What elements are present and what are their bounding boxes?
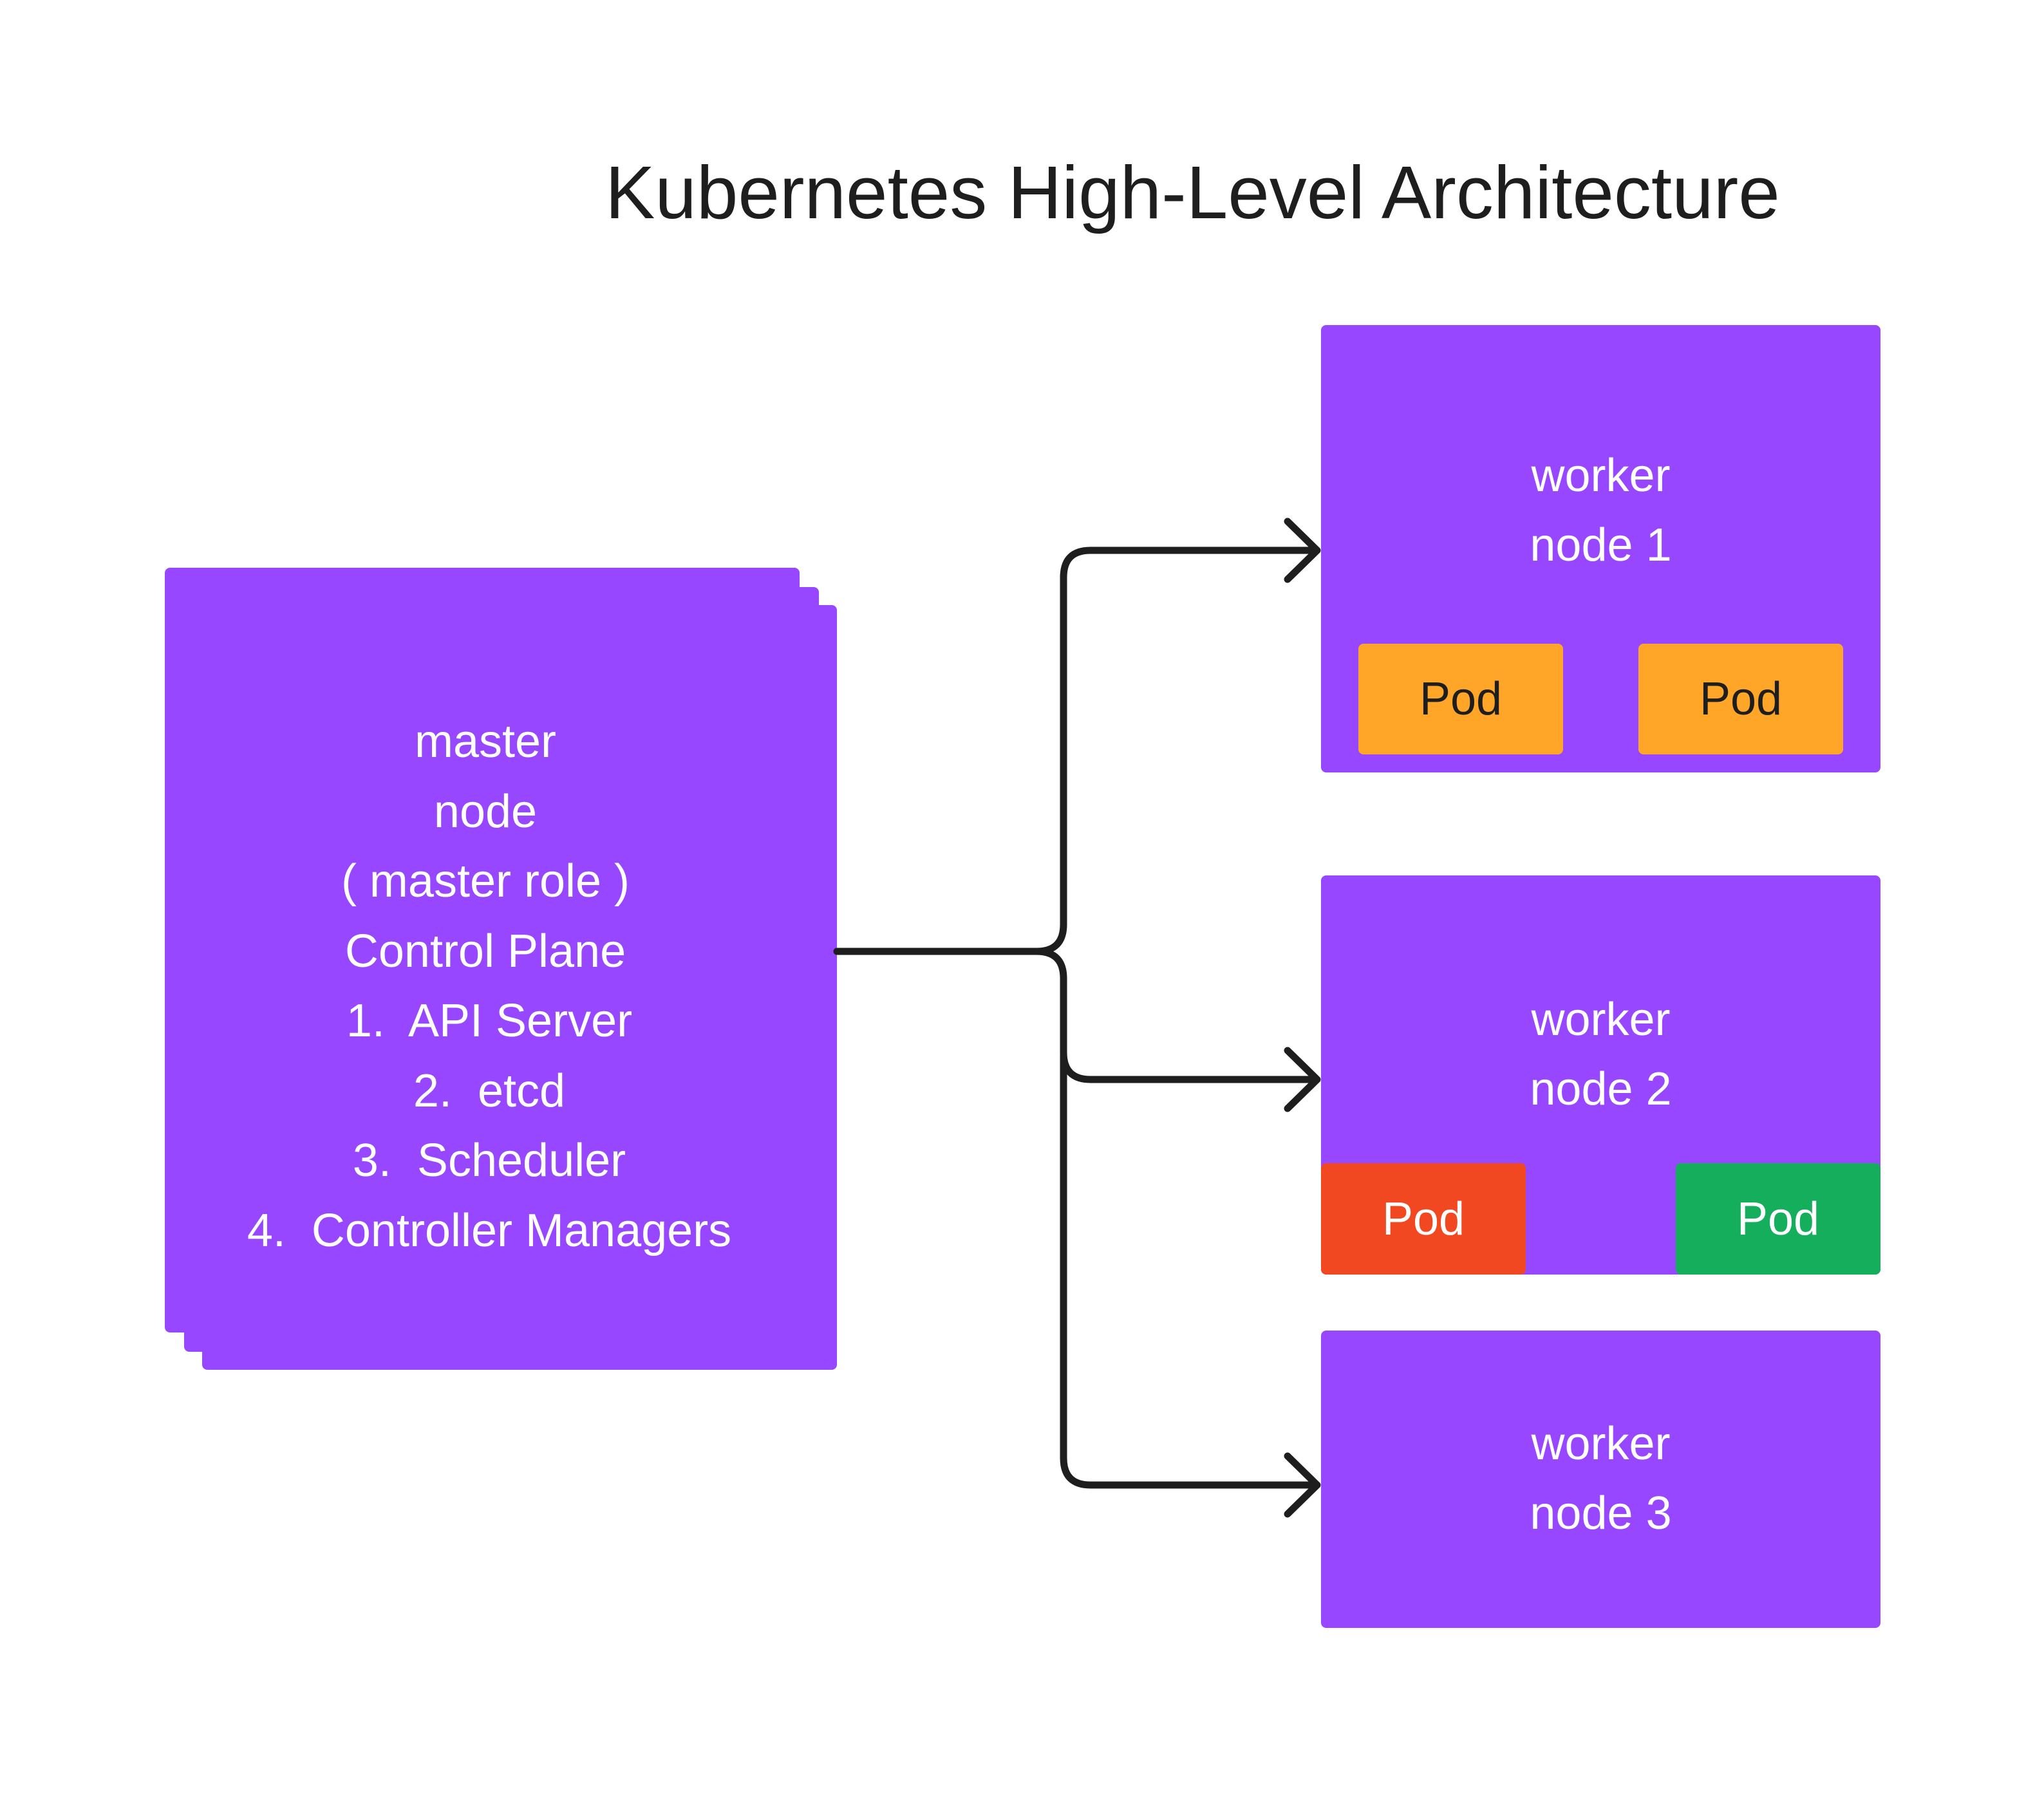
worker-node-3-line1: worker — [1531, 1418, 1671, 1470]
worker-node-1-pod-1: Pod — [1358, 644, 1563, 754]
arrowhead-worker-3 — [1284, 1452, 1321, 1518]
worker-node-2-line1: worker — [1531, 994, 1671, 1045]
arrowhead-worker-1 — [1284, 518, 1321, 583]
worker-node-2-line2: node 2 — [1530, 1063, 1672, 1115]
arrowhead-worker-2 — [1284, 1047, 1321, 1112]
diagram-title: Kubernetes High-Level Architecture — [605, 151, 1780, 234]
master-line-control-plane: Control Plane — [344, 925, 626, 977]
worker-node-1-line2: node 1 — [1530, 519, 1672, 571]
master-item-controller-managers: 4. Controller Managers — [247, 1204, 732, 1257]
master-line-master: master — [414, 716, 557, 767]
master-item-etcd: 2. etcd — [413, 1065, 566, 1117]
master-item-api-server: 1. API Server — [346, 995, 633, 1047]
worker-node-1-pod-2: Pod — [1638, 644, 1843, 754]
worker-node-2-pod-1: Pod — [1321, 1163, 1526, 1275]
connector-master-trunk — [833, 547, 1318, 955]
connector-to-worker-3 — [1060, 1052, 1318, 1489]
worker-node-1-box: worker node 1 Pod Pod — [1321, 325, 1880, 772]
connector-to-worker-2 — [1033, 948, 1318, 1083]
worker-node-2-pod-2: Pod — [1676, 1163, 1880, 1275]
master-item-scheduler: 3. Scheduler — [352, 1135, 626, 1186]
master-line-node: node — [433, 785, 538, 837]
worker-node-2-box: worker node 2 Pod Pod — [1321, 875, 1880, 1275]
worker-node-1-label: worker node 1 — [1321, 441, 1880, 580]
master-node-box — [165, 568, 800, 1332]
master-line-role: ( master role ) — [341, 855, 630, 907]
worker-node-3-line2: node 3 — [1530, 1488, 1672, 1539]
worker-node-1-line1: worker — [1531, 450, 1671, 501]
worker-node-2-label: worker node 2 — [1321, 985, 1880, 1124]
worker-node-3-label: worker node 3 — [1321, 1409, 1880, 1548]
master-node-label: master node ( master role ) Control Plan… — [165, 707, 873, 1266]
worker-node-3-box: worker node 3 — [1321, 1331, 1880, 1628]
